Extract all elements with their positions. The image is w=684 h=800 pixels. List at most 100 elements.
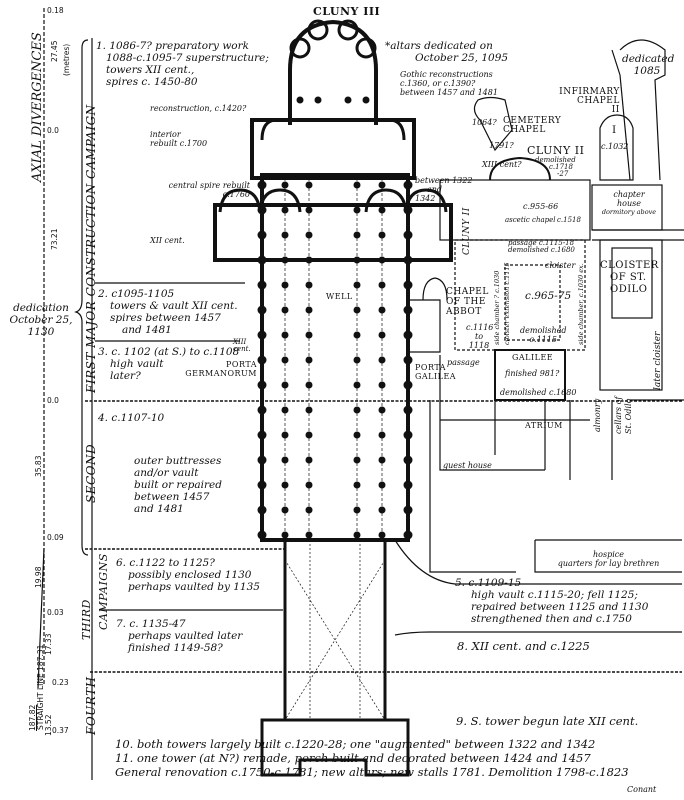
label-line: c.1116 — [466, 323, 494, 332]
pier — [296, 96, 304, 104]
note-line: built or repaired — [134, 479, 222, 491]
label-line: *altars dedicated on — [385, 40, 493, 52]
label-line: CLOISTER — [600, 260, 659, 271]
west-towers — [260, 718, 410, 777]
pier — [362, 96, 370, 104]
note-line: 1088-c.1095-7 superstructure; — [106, 52, 269, 64]
minor-transept — [250, 118, 416, 180]
note-7: 7. c. 1135-47 perhaps vaulted later fini… — [116, 618, 242, 654]
label-passage: passage — [447, 358, 480, 367]
pier — [378, 406, 386, 414]
pier — [403, 380, 413, 390]
length-value: 13.52 — [44, 714, 53, 736]
label-line: XIII — [233, 338, 247, 346]
label-c965: c.965-75 — [525, 290, 572, 302]
pier — [305, 331, 313, 339]
label-line: dedicated — [622, 53, 675, 65]
nave-piers — [257, 96, 413, 540]
pier — [305, 281, 313, 289]
note-line: perhaps vaulted by 1135 — [128, 581, 260, 593]
label-side-chamber-right: side chamber, c.1030 ex. — [577, 263, 585, 345]
label-line: PORTA — [226, 360, 257, 369]
pier — [403, 430, 413, 440]
label-line: 1118 — [468, 341, 490, 350]
label-well: WELL — [326, 292, 353, 301]
pier — [403, 230, 413, 240]
label-line: between 1322 — [415, 176, 473, 185]
pier — [257, 480, 267, 490]
label-line: OF THE — [446, 297, 486, 307]
label-side-chamber-left: side chamber ? c.1030 — [493, 270, 501, 345]
label-line: GERMANORUM — [185, 369, 257, 378]
label-line: cellars of — [614, 396, 623, 434]
label-c1032: c.1032 — [601, 142, 629, 151]
pier — [257, 230, 267, 240]
divergence-value: 0.09 — [47, 533, 64, 542]
pier — [257, 455, 267, 465]
pier — [403, 405, 413, 415]
label-line: CHAPEL — [446, 287, 489, 297]
pier — [353, 356, 361, 364]
label-line: c.1115 — [529, 335, 557, 344]
label-line: -27 — [557, 170, 569, 178]
infirmary-chapel-i — [599, 114, 634, 181]
third-campaign-label: THIRD — [80, 599, 93, 640]
pier — [378, 356, 386, 364]
note-1: 1. 1086-7? preparatory work 1088-c.1095-… — [96, 40, 269, 88]
pier — [305, 231, 313, 239]
note-4-detail: outer buttresses and/or vault built or r… — [134, 455, 222, 515]
pier — [257, 255, 267, 265]
label-line: ODILO — [610, 284, 648, 295]
pier — [257, 530, 267, 540]
pier — [353, 331, 361, 339]
label-line: October 25, 1095 — [415, 52, 509, 64]
divergence-value: 0.0 — [47, 396, 59, 405]
label-line: quarters for lay brethren — [557, 559, 660, 568]
label-cloister: cloister — [545, 261, 576, 270]
note-line: finished 1149-58? — [128, 642, 223, 654]
label-line: CHAPEL — [503, 125, 546, 135]
straight-line — [37, 547, 45, 689]
note-line: 3. c. 1102 (at S.) to c.1108 — [98, 346, 240, 358]
label-line: c.1360, or c.1390? — [400, 79, 476, 88]
label-line: ABBOT — [446, 307, 482, 317]
pier — [353, 231, 361, 239]
pier — [257, 180, 267, 190]
note-line: possibly enclosed 1130 — [128, 569, 252, 581]
divergence-value: 0.18 — [47, 6, 64, 15]
label-ascetic-chapel: ascetic chapel — [505, 216, 556, 224]
pier — [403, 505, 413, 515]
pier — [257, 505, 267, 515]
pier — [378, 231, 386, 239]
pier — [403, 330, 413, 340]
campaigns-label: CAMPAIGNS — [97, 553, 110, 630]
pier — [305, 481, 313, 489]
pier — [305, 206, 313, 214]
pier — [314, 96, 322, 104]
length-value: 19.98 — [34, 566, 43, 588]
label-line: c.1718 — [549, 163, 573, 171]
label-demolished-1680: demolished c.1680 — [500, 388, 577, 397]
radiating-chapel — [337, 19, 359, 41]
note-line: and 1481 — [134, 503, 184, 515]
dedication-line: dedication — [13, 302, 69, 314]
label-line: demolished c.1680 — [508, 246, 575, 254]
pier — [378, 256, 386, 264]
pier — [305, 406, 313, 414]
cemetery-chapel — [473, 96, 513, 152]
pier — [403, 305, 413, 315]
pier — [353, 506, 361, 514]
pier — [353, 181, 361, 189]
note-line: towers XII cent., — [106, 64, 195, 76]
label-xii-cent: XII cent. — [150, 236, 185, 245]
pier — [378, 381, 386, 389]
label-line: PORTA — [415, 363, 446, 372]
